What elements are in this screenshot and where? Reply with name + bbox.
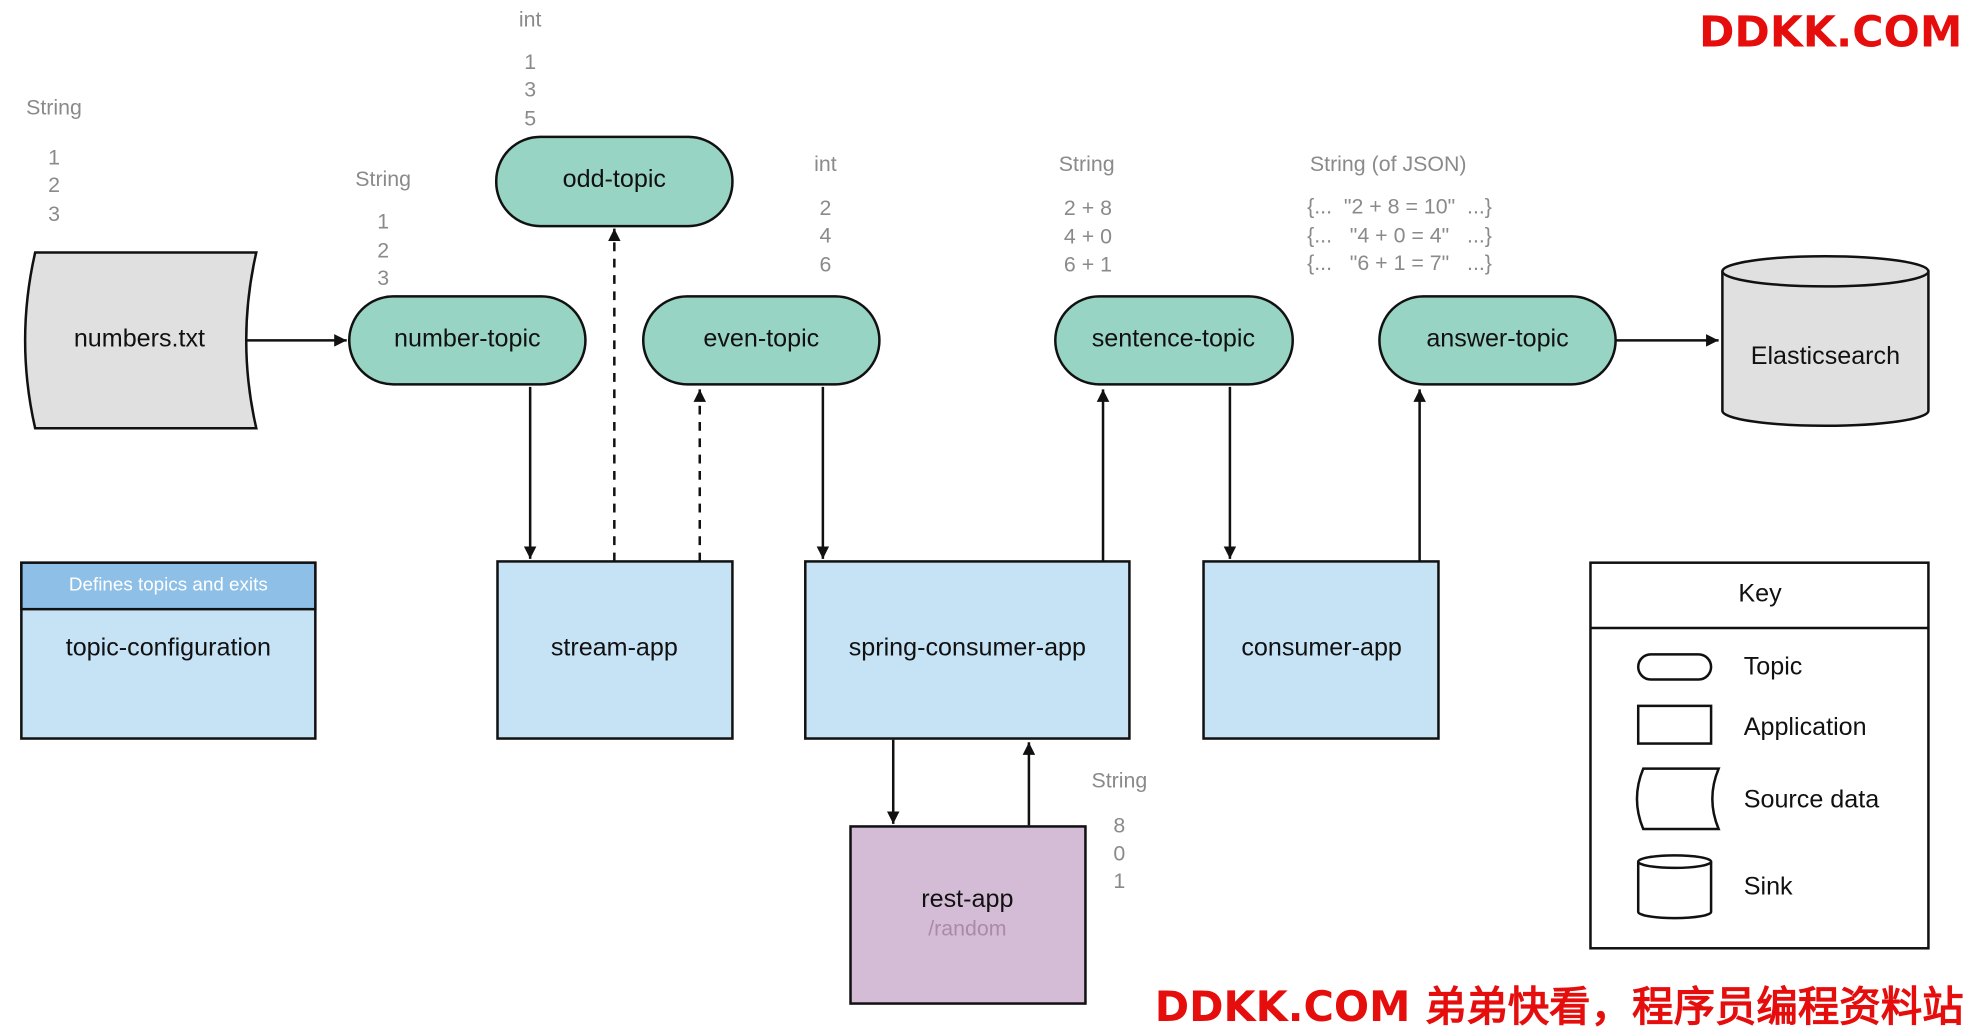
topic-answer-topic: answer-topic bbox=[1378, 295, 1617, 386]
annotation-value: {... "6 + 1 = 7" ...} bbox=[1307, 251, 1492, 275]
annotation-rest-app: String 8 0 1 bbox=[1091, 769, 1147, 893]
odd-topic-label: odd-topic bbox=[563, 165, 666, 193]
annotation-type: String bbox=[26, 95, 82, 119]
rest-app-path: /random bbox=[928, 917, 1006, 941]
annotation-type: int bbox=[519, 7, 542, 31]
annotation-value: 4 + 0 bbox=[1064, 225, 1112, 249]
application-spring-consumer-app: spring-consumer-app bbox=[804, 560, 1131, 740]
annotation-value: 3 bbox=[524, 78, 536, 102]
legend-sink-label: Sink bbox=[1744, 872, 1793, 900]
watermark-bottom: DDKK.COM 弟弟快看，程序员编程资料站 bbox=[1155, 983, 1964, 1027]
annotation-odd-topic: int 1 3 5 bbox=[519, 7, 542, 130]
topic-odd-topic: odd-topic bbox=[494, 135, 734, 228]
annotation-value: 2 bbox=[819, 196, 831, 220]
annotation-even-topic: int 2 4 6 bbox=[814, 152, 837, 276]
legend-topic-label: Topic bbox=[1744, 652, 1803, 680]
source-numbers-txt: numbers.txt bbox=[23, 251, 258, 430]
rest-app-label: rest-app bbox=[921, 885, 1013, 913]
sink-elasticsearch: Elasticsearch bbox=[1721, 254, 1930, 428]
legend-title: Key bbox=[1738, 580, 1782, 608]
annotation-value: 6 bbox=[819, 252, 831, 276]
annotation-sentence-topic: String 2 + 8 4 + 0 6 + 1 bbox=[1059, 152, 1115, 276]
annotation-type: String bbox=[355, 167, 411, 191]
annotation-value: 2 bbox=[48, 173, 60, 197]
annotation-type: int bbox=[814, 152, 837, 176]
annotation-value: 6 + 1 bbox=[1064, 252, 1112, 276]
annotation-value: {... "2 + 8 = 10" ...} bbox=[1307, 195, 1492, 219]
watermark-top: DDKK.COM bbox=[1699, 7, 1962, 57]
annotation-value: 0 bbox=[1113, 841, 1125, 865]
application-rest-app: rest-app /random bbox=[849, 825, 1087, 1005]
annotation-value: 1 bbox=[524, 50, 536, 74]
annotation-type: String bbox=[1091, 769, 1147, 793]
annotation-value: 4 bbox=[819, 223, 831, 247]
topic-even-topic: even-topic bbox=[641, 295, 881, 386]
even-topic-label: even-topic bbox=[703, 325, 819, 353]
annotation-type: String bbox=[1059, 152, 1115, 176]
legend-application-shape bbox=[1636, 704, 1713, 745]
legend-source-data-label: Source data bbox=[1744, 786, 1879, 814]
number-topic-label: number-topic bbox=[394, 325, 541, 353]
application-topic-configuration: Defines topics and exits topic-configura… bbox=[20, 561, 317, 740]
annotation-value: 1 bbox=[1113, 869, 1125, 893]
annotation-value: 3 bbox=[48, 202, 60, 226]
legend-sink-shape bbox=[1636, 854, 1713, 920]
elasticsearch-label: Elasticsearch bbox=[1751, 342, 1900, 370]
annotation-number-topic: String 1 2 3 bbox=[355, 167, 411, 290]
annotation-value: 2 + 8 bbox=[1064, 196, 1112, 220]
annotation-numbers-txt: String 1 2 3 bbox=[26, 95, 82, 226]
annotation-value: {... "4 + 0 = 4" ...} bbox=[1307, 223, 1492, 247]
edges bbox=[233, 228, 1719, 826]
answer-topic-label: answer-topic bbox=[1426, 325, 1568, 353]
annotation-value: 8 bbox=[1113, 814, 1125, 838]
sentence-topic-label: sentence-topic bbox=[1092, 325, 1255, 353]
annotation-value: 2 bbox=[377, 238, 389, 262]
legend-source-data-shape bbox=[1635, 767, 1721, 831]
annotation-value: 1 bbox=[377, 210, 389, 234]
stream-app-label: stream-app bbox=[551, 634, 678, 662]
annotation-value: 1 bbox=[48, 146, 60, 170]
topic-number-topic: number-topic bbox=[347, 295, 587, 386]
legend-topic-shape bbox=[1636, 653, 1713, 681]
topic-configuration-label: topic-configuration bbox=[66, 634, 271, 662]
application-stream-app: stream-app bbox=[496, 560, 734, 740]
annotation-type: String (of JSON) bbox=[1310, 152, 1467, 176]
topic-sentence-topic: sentence-topic bbox=[1054, 295, 1294, 386]
consumer-app-label: consumer-app bbox=[1241, 634, 1402, 662]
legend-key: Key Topic Application Source data Sink bbox=[1589, 561, 1930, 950]
topic-configuration-header: Defines topics and exits bbox=[69, 573, 268, 594]
annotation-value: 5 bbox=[524, 107, 536, 131]
annotation-answer-topic: String (of JSON) {... "2 + 8 = 10" ...} … bbox=[1307, 152, 1492, 275]
numbers-txt-label: numbers.txt bbox=[74, 325, 205, 353]
legend-application-label: Application bbox=[1744, 713, 1867, 741]
spring-consumer-app-label: spring-consumer-app bbox=[849, 634, 1086, 662]
application-consumer-app: consumer-app bbox=[1202, 560, 1440, 740]
annotation-value: 3 bbox=[377, 266, 389, 290]
